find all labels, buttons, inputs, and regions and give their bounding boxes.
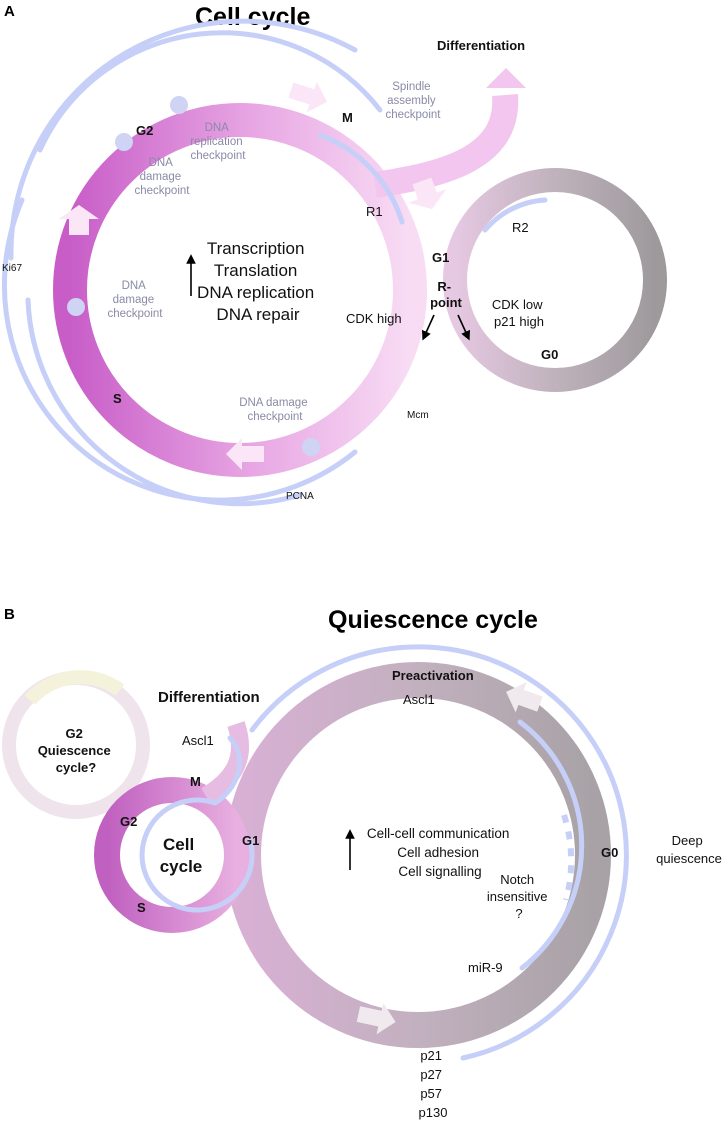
flow-arrow-icon bbox=[506, 682, 543, 713]
cdk-inhibitors-label: p21 p27 p57 p130 bbox=[419, 1048, 448, 1120]
deep-quiescence-arc bbox=[249, 644, 629, 1061]
g2-quiescence-label: G2 Quiescence cycle? bbox=[38, 726, 115, 775]
phase-g1-label: G1 bbox=[432, 250, 449, 265]
ki67-label: Ki67 bbox=[2, 263, 22, 274]
ascl1-left-label: Ascl1 bbox=[182, 733, 214, 748]
deep-quiescence-label: Deep quiescence bbox=[656, 833, 722, 866]
r2-arc bbox=[482, 197, 548, 233]
panel-b-letter: B bbox=[4, 606, 15, 623]
checkpoint-dot bbox=[67, 298, 85, 316]
center-processes-b: Cell-cell communication Cell adhesion Ce… bbox=[367, 826, 513, 879]
flow-arrow-icon bbox=[356, 1002, 396, 1035]
inner-blue-arc bbox=[517, 719, 585, 971]
notch-insensitive-label: Notch insensitive ? bbox=[487, 872, 551, 921]
g0-ring bbox=[443, 168, 667, 392]
small-cell-cycle-ring bbox=[94, 777, 250, 933]
rpoint-arrow-right bbox=[457, 314, 470, 341]
ki67-marker-arc bbox=[8, 18, 358, 261]
checkpoint-dot bbox=[170, 96, 188, 114]
r1-arc bbox=[317, 132, 405, 225]
dna-damage-checkpoint-label-bottom: DNA damage checkpoint bbox=[239, 397, 311, 423]
phase-g0-label-b: G0 bbox=[601, 845, 618, 860]
dna-damage-checkpoint-label-left: DNA damage checkpoint bbox=[108, 280, 164, 320]
pcna-label: PCNA bbox=[286, 491, 314, 502]
phase-s-label-b: S bbox=[137, 900, 146, 915]
checkpoint-dot bbox=[115, 133, 133, 151]
checkpoint-dot bbox=[302, 438, 320, 456]
preactivation-label: Preactivation bbox=[392, 668, 474, 683]
flow-arrow-icon bbox=[288, 81, 328, 113]
pcna-marker-arc bbox=[25, 297, 303, 507]
center-processes: Transcription Translation DNA replicatio… bbox=[197, 239, 319, 324]
phase-m-label: M bbox=[342, 110, 353, 125]
phase-m-label-b: M bbox=[190, 774, 201, 789]
cdk-high-label: CDK high bbox=[346, 311, 402, 326]
differentiation-branch bbox=[373, 94, 519, 198]
phase-g2-label-b: G2 bbox=[120, 814, 137, 829]
spindle-checkpoint-label: Spindle assembly checkpoint bbox=[386, 81, 442, 121]
mcm-label: Mcm bbox=[407, 410, 429, 421]
differentiation-label-b: Differentiation bbox=[158, 689, 260, 706]
panel-b-title: Quiescence cycle bbox=[328, 606, 538, 634]
cell-cycle-label: Cell cycle bbox=[160, 835, 203, 876]
rpoint-label: R- point bbox=[430, 279, 462, 310]
small-differentiation-branch bbox=[201, 721, 249, 804]
dna-replication-checkpoint-label: DNA replication checkpoint bbox=[190, 122, 246, 162]
flow-arrow-icon bbox=[59, 205, 99, 235]
r2-label: R2 bbox=[512, 220, 529, 235]
flow-arrow-icon bbox=[408, 177, 447, 210]
phase-g0-label: G0 bbox=[541, 347, 558, 362]
ascl1-top-label: Ascl1 bbox=[403, 692, 435, 707]
notch-dashed-arc bbox=[561, 814, 575, 901]
panel-a-letter: A bbox=[4, 3, 15, 20]
r1-label: R1 bbox=[366, 204, 383, 219]
mir9-label: miR-9 bbox=[468, 960, 503, 975]
phase-g2-label: G2 bbox=[136, 123, 153, 138]
rpoint-arrow-left bbox=[422, 314, 435, 341]
outer-marker-arc-2 bbox=[37, 30, 383, 153]
differentiation-arrowhead bbox=[486, 68, 526, 88]
g2-quiescence-ring-tint bbox=[24, 670, 125, 705]
ascl1-blue-line bbox=[139, 735, 255, 913]
mcm-marker-arc bbox=[1, 197, 358, 503]
phase-g1-label-b: G1 bbox=[242, 833, 259, 848]
cdk-low-label: CDK low p21 high bbox=[492, 297, 546, 329]
differentiation-label: Differentiation bbox=[437, 38, 525, 53]
phase-s-label: S bbox=[113, 391, 122, 406]
flow-arrow-icon bbox=[226, 438, 264, 470]
dna-damage-checkpoint-label-top: DNA damage checkpoint bbox=[135, 157, 191, 197]
